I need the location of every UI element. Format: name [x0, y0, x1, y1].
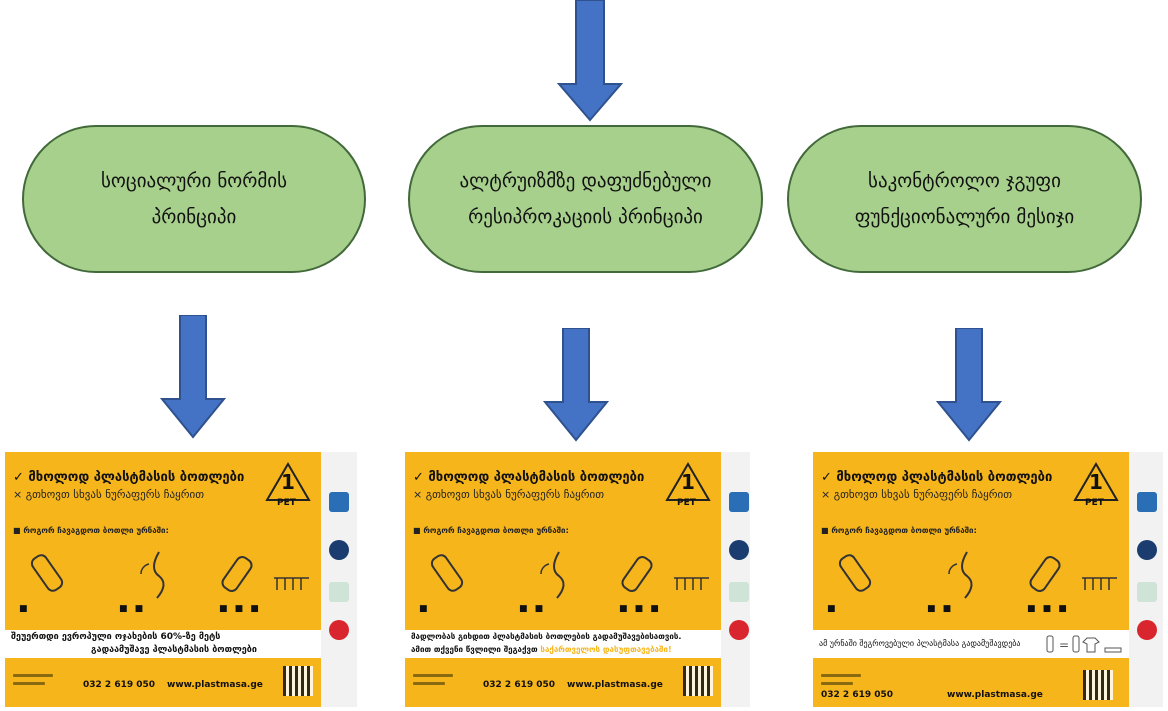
node-social-norm-label: სოციალური ნორმის პრინციპი	[100, 170, 288, 228]
recycle-to-clothes-icon: =	[1045, 634, 1125, 658]
poster-logo-strip	[1129, 452, 1163, 707]
poster-title: ✓ მხოლოდ პლასტმასის ბოთლები	[13, 470, 245, 485]
poster-website: www.plastmasa.ge	[947, 690, 1043, 700]
pet-number: 1	[1089, 470, 1103, 494]
step-marker-2: ■ ■	[119, 604, 146, 614]
qr-code-icon	[283, 666, 313, 696]
undp-logo-icon	[729, 492, 749, 512]
step-marker-1: ■	[827, 604, 838, 614]
arrow-social-norm	[160, 315, 227, 439]
red-logo-icon	[729, 620, 749, 640]
pet-label: PET	[1085, 498, 1104, 508]
qr-code-icon	[683, 666, 713, 696]
pet-recycling-icon: 1 PET	[263, 460, 313, 512]
pet-number: 1	[681, 470, 695, 494]
emblem-logo-icon	[329, 540, 349, 560]
poster-how-heading: ■ როგორ ჩავაგდოთ ბოთლი ურნაში:	[13, 526, 169, 535]
pet-label: PET	[677, 498, 696, 508]
step-marker-3: ■ ■ ■	[1027, 604, 1069, 614]
poster-title: ✓ მხოლოდ პლასტმასის ბოთლები	[821, 470, 1053, 485]
step-marker-2: ■ ■	[927, 604, 954, 614]
node-control: საკონტროლო ჯგუფი ფუნქციონალური მესიჯი	[787, 125, 1142, 273]
red-logo-icon	[1137, 620, 1157, 640]
poster-control: ✓ მხოლოდ პლასტმასის ბოთლები × გთხოვთ სხვ…	[813, 452, 1163, 707]
poster-yellow-panel: ✓ მხოლოდ პლასტმასის ბოთლები × გთხოვთ სხვ…	[5, 452, 321, 707]
poster-steps: ■ ■ ■ ■ ■ ■	[19, 544, 319, 624]
poster-subtitle: × გთხოვთ სხვას ნურაფერს ჩაყრით	[821, 488, 1012, 501]
poster-logo-strip	[721, 452, 750, 707]
poster-subtitle: × გთხოვთ სხვას ნურაფერს ჩაყრით	[13, 488, 204, 501]
bin-bottle-icon: ■ ■ ■	[619, 544, 709, 624]
emblem-logo-icon	[729, 540, 749, 560]
node-altruism: ალტრუიზმზე დაფუძნებული რესიპროკაციის პრი…	[408, 125, 763, 273]
step-marker-1: ■	[19, 604, 30, 614]
band-line-2-text: ამით თქვენი წვლილი შეგაქვთ	[411, 645, 538, 654]
band-line-1: მადლობას გიხდით პლასტმასის ბოთლების გადა…	[411, 632, 682, 641]
band-highlight: საქართველოს დასუფთავებაში!	[540, 645, 672, 654]
band-line-1: შეუერთდი ევროპული ოჯახების 60%-ზე მეტს	[11, 632, 221, 642]
pet-number: 1	[281, 470, 295, 494]
bottle-icon: ■	[419, 544, 497, 624]
band-line-1: ამ ურნაში შეგროვებული პლასტმასა გადამუშა…	[819, 639, 1021, 648]
step-marker-3: ■ ■ ■	[619, 604, 661, 614]
band-line-2: გადაამუშავე პლასტმასის ბოთლები	[91, 645, 257, 655]
poster-how-heading: ■ როგორ ჩავაგდოთ ბოთლი ურნაში:	[413, 526, 569, 535]
node-altruism-label: ალტრუიზმზე დაფუძნებული რესიპროკაციის პრი…	[459, 170, 712, 228]
poster-social-norm: ✓ მხოლოდ პლასტმასის ბოთლები × გთხოვთ სხვ…	[5, 452, 357, 707]
poster-logo-strip	[321, 452, 357, 707]
qr-code-icon	[1083, 670, 1113, 700]
arrow-altruism	[543, 328, 610, 442]
partner-logo-icon	[329, 582, 349, 602]
node-social-norm: სოციალური ნორმის პრინციპი	[22, 125, 366, 273]
poster-subtitle: × გთხოვთ სხვას ნურაფერს ჩაყრით	[413, 488, 604, 501]
top-arrow	[556, 0, 624, 122]
step-marker-2: ■ ■	[519, 604, 546, 614]
crush-bottle-icon: ■ ■	[519, 544, 597, 624]
undp-logo-icon	[329, 492, 349, 512]
step-marker-3: ■ ■ ■	[219, 604, 261, 614]
bin-bottle-icon: ■ ■ ■	[219, 544, 309, 624]
bottle-icon: ■	[19, 544, 97, 624]
poster-phone: 032 2 619 050	[83, 680, 156, 690]
poster-how-heading: ■ როგორ ჩავაგდოთ ბოთლი ურნაში:	[821, 526, 977, 535]
step-marker-1: ■	[419, 604, 430, 614]
poster-yellow-panel: ✓ მხოლოდ პლასტმასის ბოთლები × გთხოვთ სხვ…	[405, 452, 721, 707]
poster-altruism: ✓ მხოლოდ პლასტმასის ბოთლები × გთხოვთ სხვ…	[405, 452, 750, 707]
pet-recycling-icon: 1 PET	[663, 460, 713, 512]
poster-phone: 032 2 619 050	[821, 690, 894, 700]
poster-message-band: მადლობას გიხდით პლასტმასის ბოთლების გადა…	[405, 630, 721, 658]
poster-steps: ■ ■ ■ ■ ■ ■	[827, 544, 1127, 624]
crush-bottle-icon: ■ ■	[927, 544, 1005, 624]
undp-logo-icon	[1137, 492, 1157, 512]
bin-bottle-icon: ■ ■ ■	[1027, 544, 1117, 624]
poster-message-band: ამ ურნაში შეგროვებული პლასტმასა გადამუშა…	[813, 630, 1129, 658]
bottle-icon: ■	[827, 544, 905, 624]
poster-website: www.plastmasa.ge	[567, 680, 663, 690]
red-logo-icon	[329, 620, 349, 640]
emblem-logo-icon	[1137, 540, 1157, 560]
poster-yellow-panel: ✓ მხოლოდ პლასტმასის ბოთლები × გთხოვთ სხვ…	[813, 452, 1129, 707]
band-line-2: ამით თქვენი წვლილი შეგაქვთ საქართველოს დ…	[411, 645, 672, 654]
arrow-control	[936, 328, 1003, 442]
poster-steps: ■ ■ ■ ■ ■ ■	[419, 544, 719, 624]
poster-website: www.plastmasa.ge	[167, 680, 263, 690]
partner-logo-icon	[729, 582, 749, 602]
node-control-label: საკონტროლო ჯგუფი ფუნქციონალური მესიჯი	[854, 170, 1075, 228]
pet-label: PET	[277, 498, 296, 508]
svg-text:=: =	[1059, 638, 1069, 652]
poster-phone: 032 2 619 050	[483, 680, 556, 690]
partner-logo-icon	[1137, 582, 1157, 602]
poster-message-band: შეუერთდი ევროპული ოჯახების 60%-ზე მეტს გ…	[5, 630, 321, 658]
poster-title: ✓ მხოლოდ პლასტმასის ბოთლები	[413, 470, 645, 485]
crush-bottle-icon: ■ ■	[119, 544, 197, 624]
pet-recycling-icon: 1 PET	[1071, 460, 1121, 512]
